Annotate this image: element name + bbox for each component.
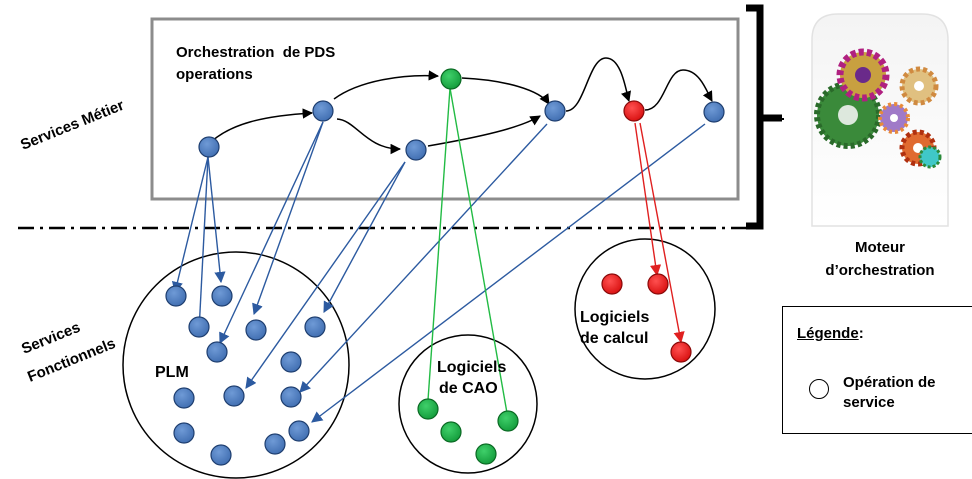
service-node-red	[601, 273, 623, 295]
service-node-green	[417, 398, 439, 420]
cao-nodes	[417, 398, 519, 465]
service-node-red	[623, 100, 645, 122]
plm-nodes	[165, 285, 326, 466]
orchestration-title-line1: Orchestration de PDS	[176, 44, 335, 61]
service-node-green	[440, 421, 462, 443]
service-node	[173, 422, 195, 444]
service-node-red	[647, 273, 669, 295]
orchestration-box	[150, 17, 740, 201]
service-node	[245, 319, 267, 341]
red-mappings	[634, 122, 685, 344]
service-node	[280, 351, 302, 373]
service-node	[173, 387, 195, 409]
service-node	[211, 285, 233, 307]
service-node-green	[440, 68, 462, 90]
service-node	[198, 136, 220, 158]
plm-label: PLM	[155, 364, 189, 381]
service-node	[288, 420, 310, 442]
calcul-label-line2: de calcul	[580, 330, 648, 347]
legend-title-text: Légende	[797, 325, 859, 342]
cao-label-line2: de CAO	[439, 380, 498, 397]
calcul-nodes	[601, 273, 692, 363]
service-node-red	[670, 341, 692, 363]
service-node	[206, 341, 228, 363]
orchestration-nodes	[198, 100, 725, 161]
service-node	[264, 433, 286, 455]
service-node	[703, 101, 725, 123]
service-node	[304, 316, 326, 338]
service-node	[223, 385, 245, 407]
service-node	[544, 100, 566, 122]
legend-item-line2: service	[843, 394, 895, 411]
calcul-label-line1: Logiciels	[580, 309, 649, 326]
cao-group	[398, 334, 538, 474]
legend-item-text: Opération de service	[843, 373, 972, 413]
service-node	[405, 139, 427, 161]
blue-mappings	[171, 121, 706, 423]
green-mappings	[427, 87, 508, 414]
bracket	[746, 4, 782, 230]
service-node	[188, 316, 210, 338]
calcul-group	[574, 238, 716, 380]
orchestration-title-line2: operations	[176, 66, 253, 83]
legend-title: Légende:	[797, 325, 864, 342]
service-node	[312, 100, 334, 122]
service-node-green	[497, 410, 519, 432]
moteur-label-line1: Moteur	[855, 239, 905, 256]
legend-box: Légende: Opération de service	[782, 306, 972, 434]
service-node	[210, 444, 232, 466]
service-node	[280, 386, 302, 408]
legend-title-colon: :	[858, 325, 864, 342]
gears-icon	[814, 48, 942, 169]
services-metier-label: Services Métier	[18, 97, 127, 154]
service-node	[165, 285, 187, 307]
orchestration-flow	[211, 57, 713, 155]
moteur-label-line2: d’orchestration	[825, 262, 934, 279]
cao-label-line1: Logiciels	[437, 359, 506, 376]
legend-item-line1: Opération de	[843, 374, 936, 391]
service-node-green	[475, 443, 497, 465]
plm-group	[122, 251, 350, 479]
legend-operation-symbol	[809, 379, 829, 399]
